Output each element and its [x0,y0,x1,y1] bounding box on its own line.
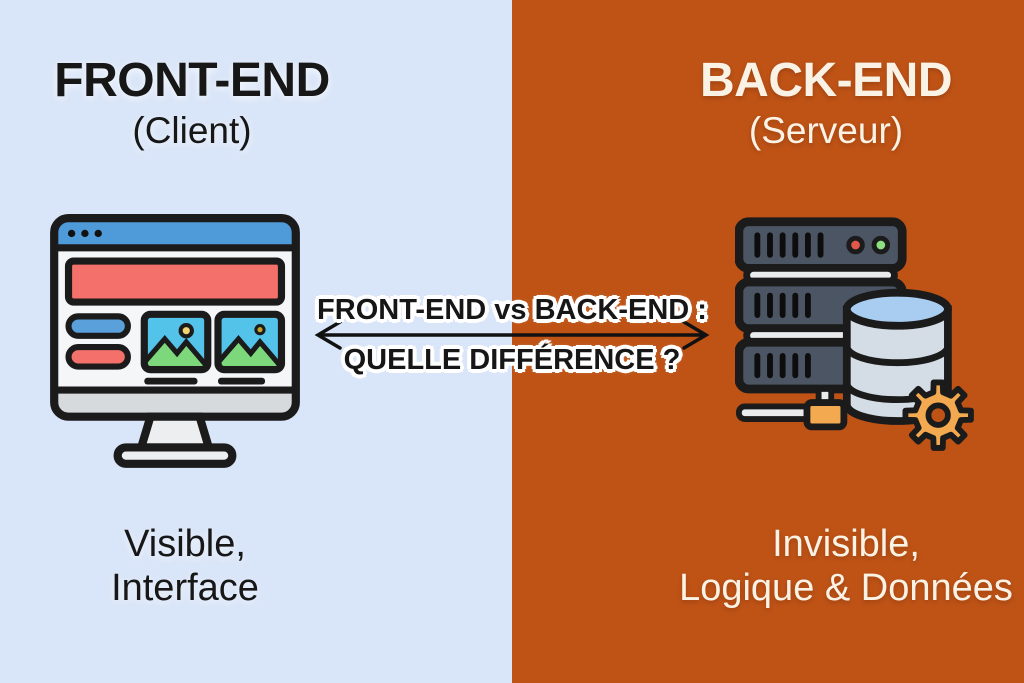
back-end-caption-line1: Invisible, [772,523,920,565]
front-end-title-block: FRONT-END (Client) [0,54,384,151]
server-unit [734,217,907,273]
center-headline-line2: QUELLE DIFFÉRENCE ? [343,344,681,376]
text-line [218,377,266,385]
back-end-subtitle: (Serveur) [748,110,904,151]
back-end-title-block: BACK-END (Serveur) [616,54,1024,151]
image-thumbnail-icon [214,310,286,374]
back-end-caption: Invisible, Logique & Données [626,522,1024,611]
cable-horizontal [735,403,812,422]
browser-monitor-icon [50,214,300,477]
double-headed-arrow-icon [314,320,710,350]
connector-block [803,399,848,431]
hero-banner [64,257,286,306]
back-end-title: BACK-END [700,54,952,107]
text-line [144,377,198,385]
monitor-stand [135,412,215,452]
red-pill-button [65,344,131,370]
front-end-caption-line2: Interface [111,567,259,610]
monitor-base [113,443,237,468]
back-end-caption-line2: Logique & Données [679,567,1013,610]
gear-icon [902,379,974,451]
front-end-subtitle: (Client) [132,110,252,151]
front-end-caption: Visible, Interface [0,522,370,611]
led-red-icon [846,235,865,255]
server-database-gear-icon [734,212,980,462]
blue-pill-button [65,313,131,339]
front-end-caption-line1: Visible, [124,523,246,565]
image-thumbnail-icon [140,310,212,374]
center-headline-line1: FRONT-END vs BACK-END : [317,294,707,326]
browser-dot-icon [94,229,102,238]
browser-dot-icon [81,229,89,238]
browser-monitor-svg [50,214,300,468]
center-headline-block: FRONT-END vs BACK-END : QUELLE DIFFÉRENC… [300,294,724,376]
front-end-title: FRONT-END [54,54,330,107]
monitor-chin [54,390,296,417]
server-database-gear-svg [734,217,974,451]
browser-dot-icon [67,229,76,238]
browser-topbar [54,218,296,248]
led-green-icon [871,235,891,255]
